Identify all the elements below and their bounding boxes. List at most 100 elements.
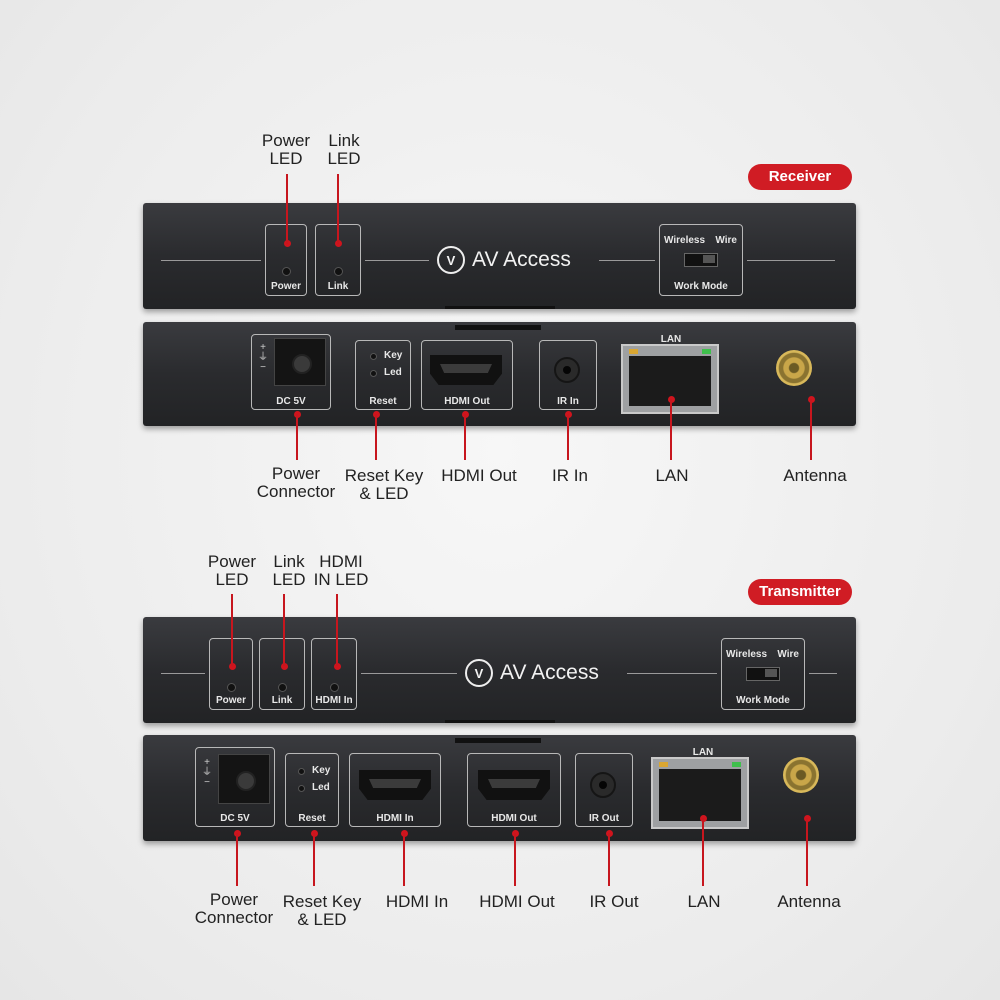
dc-input-box: + ⏚ − DC 5V [251,334,331,410]
hdmi-out-label: HDMI Out [491,813,537,824]
pointer-line [608,833,610,886]
top-slot [455,325,541,330]
callout-link-led: Link LED [272,552,306,589]
hdmi-in-label: HDMI In [376,813,414,824]
dc-power-jack[interactable] [218,754,270,804]
brand-logo: V AV Access [465,659,599,687]
callout-antenna: Antenna [783,466,847,485]
ir-in-box: IR In [539,340,597,410]
lan-led-left [629,349,638,354]
hdmi-out-label: HDMI Out [444,396,490,407]
reset-led [370,370,377,377]
pointer-line [337,174,339,244]
dc-input-box: + ⏚ − DC 5V [195,747,275,827]
hdmi-in-box: HDMI In [349,753,441,827]
callout-hdmi-out: HDMI Out [441,466,517,485]
hdmi-in-led-box: HDMI In [311,638,357,710]
brand-mark-icon: V [437,246,465,274]
hdmi-in-led-label: HDMI In [315,695,353,706]
work-mode-box: Wireless Wire Work Mode [721,638,805,710]
power-led-label: Power [270,281,301,292]
pointer-line [296,414,298,460]
ir-out-jack[interactable] [590,772,616,798]
ir-in-jack[interactable] [554,357,580,383]
work-mode-switch[interactable] [746,667,780,681]
key-label: Key [312,765,331,776]
pointer-line [236,833,238,886]
link-led-label: Link [327,281,349,292]
power-led-indicator [282,267,291,276]
work-mode-label: Work Mode [736,695,790,706]
pointer-dot [281,663,288,670]
dc-label: DC 5V [276,396,306,407]
callout-lan: LAN [655,466,689,485]
hdmi-out-port[interactable] [478,770,550,800]
receiver-badge: Receiver [748,164,852,190]
led-label: Led [384,367,402,378]
callout-hdmi-in-led: HDMI IN LED [313,552,369,589]
wireless-label: Wireless [664,235,706,246]
link-led-indicator [278,683,287,692]
callout-power-connector: Power Connector [194,890,274,927]
pointer-line [403,833,405,886]
reset-box: Key Led Reset [285,753,339,827]
reset-led [298,785,305,792]
transmitter-back-panel: + ⏚ − DC 5V Key Led Reset HDMI In HDMI O… [143,735,856,841]
link-led-box: Link [259,638,305,710]
wireless-label: Wireless [726,649,768,660]
antenna-connector[interactable] [776,350,812,386]
brand-name: AV Access [472,248,571,271]
hdmi-out-box: HDMI Out [421,340,513,410]
pointer-line [286,174,288,244]
wire-label: Wire [715,235,737,246]
key-label: Key [384,350,403,361]
callout-reset-key: Reset Key & LED [282,892,362,929]
pointer-line [514,833,516,886]
callout-power-led: Power LED [261,131,311,168]
pointer-line [336,594,338,666]
pointer-line [806,818,808,886]
brand-mark-icon: V [465,659,493,687]
antenna-connector[interactable] [783,757,819,793]
ir-out-box: IR Out [575,753,633,827]
lan-led-right [702,349,711,354]
key-hole[interactable] [298,768,305,775]
lan-led-right [732,762,741,767]
pointer-line [464,414,466,460]
pointer-line [313,833,315,886]
pointer-dot [229,663,236,670]
pointer-line [670,399,672,460]
power-led-indicator [227,683,236,692]
lan-led-left [659,762,668,767]
brand-name: AV Access [500,661,599,684]
hdmi-out-port[interactable] [430,355,502,385]
callout-link-led: Link LED [327,131,361,168]
pointer-line [231,594,233,666]
led-label: Led [312,782,330,793]
dc-power-jack[interactable] [274,338,326,386]
transmitter-badge: Transmitter [748,579,852,605]
polarity-icon: + ⏚ − [258,342,268,373]
callout-hdmi-in: HDMI In [385,892,449,911]
panel-seam [445,720,555,723]
power-led-label: Power [215,695,246,706]
receiver-front-panel: Power Link V AV Access Wireless Wire Wor… [143,203,856,309]
hdmi-in-led-indicator [330,683,339,692]
callout-power-led: Power LED [207,552,257,589]
pointer-dot [334,663,341,670]
key-hole[interactable] [370,353,377,360]
callout-ir-in: IR In [552,466,588,485]
work-mode-switch[interactable] [684,253,718,267]
reset-box: Key Led Reset [355,340,411,410]
callout-reset-key: Reset Key & LED [344,466,424,503]
work-mode-label: Work Mode [674,281,728,292]
link-led-indicator [334,267,343,276]
ir-out-label: IR Out [589,813,619,824]
callout-hdmi-out: HDMI Out [479,892,555,911]
callout-lan: LAN [687,892,721,911]
reset-label: Reset [369,396,397,407]
brand-logo: V AV Access [437,246,571,274]
hdmi-in-port[interactable] [359,770,431,800]
callout-power-connector: Power Connector [256,464,336,501]
pointer-line [810,399,812,460]
